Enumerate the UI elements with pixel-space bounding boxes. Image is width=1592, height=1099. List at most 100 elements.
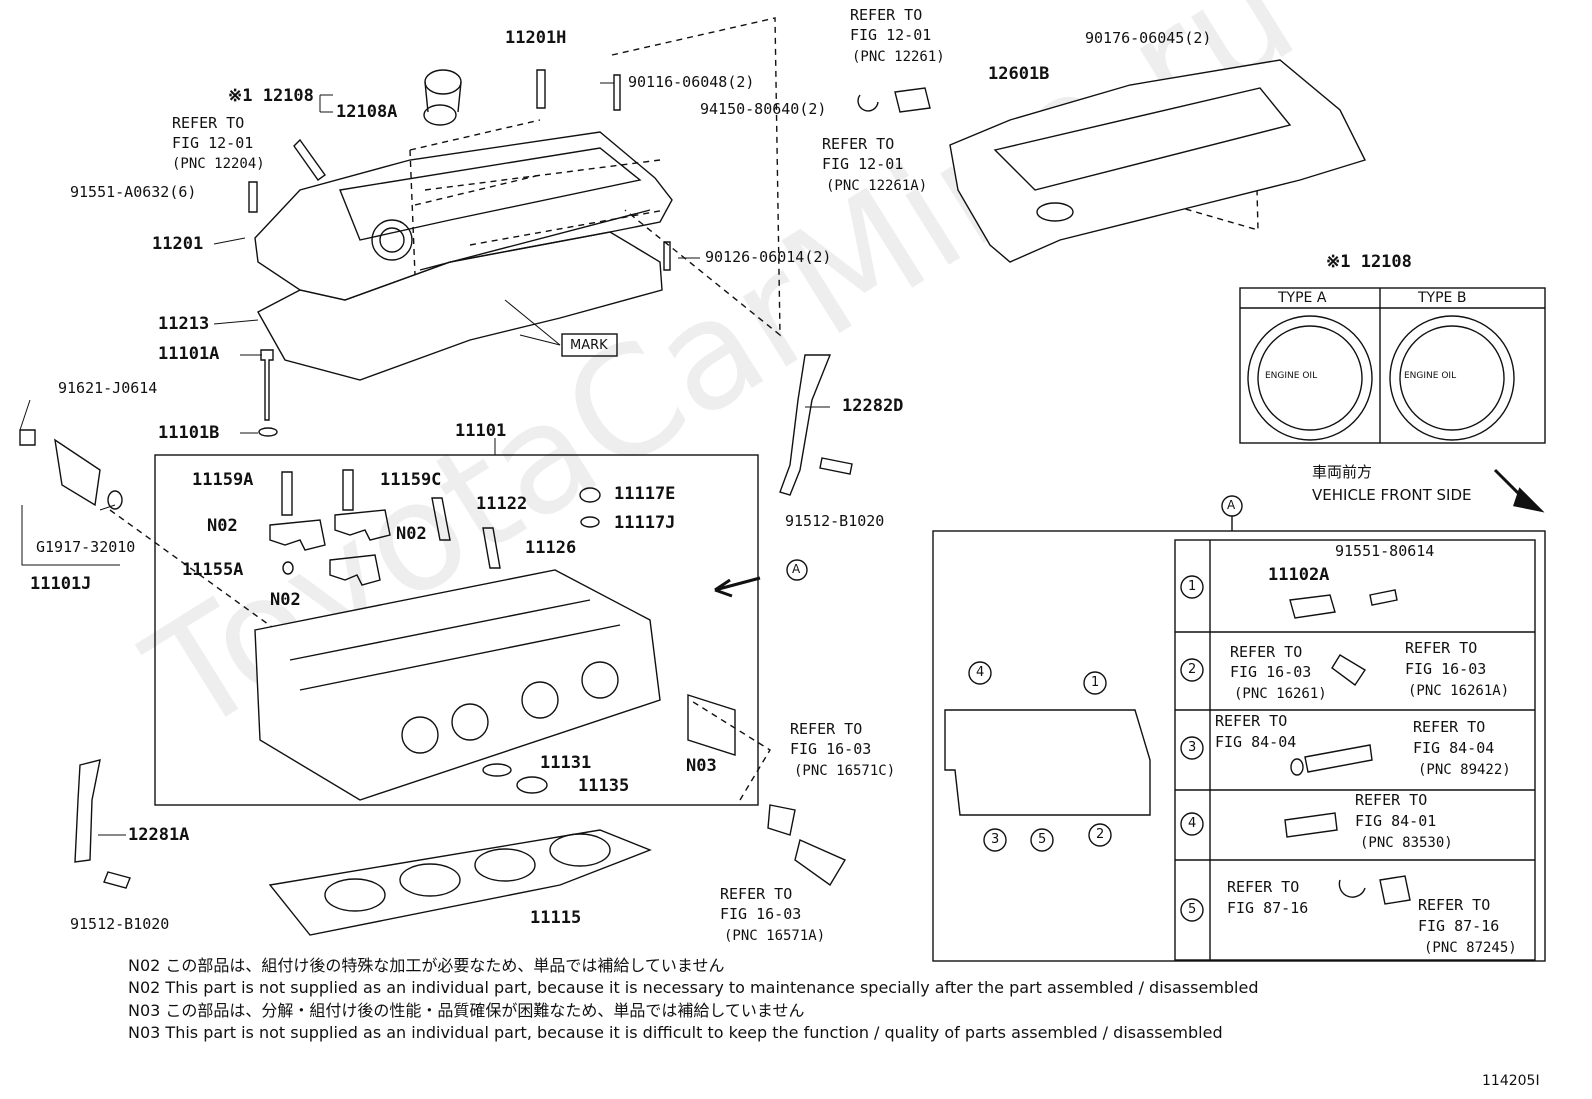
label-leaders [19,82,830,836]
row2-left-2: FIG 16-03 [1230,663,1312,681]
label-11115: 11115 [530,908,582,928]
washer-11101B [258,427,278,437]
hose-16261 [1331,654,1366,686]
row4-2: FIG 84-01 [1355,812,1437,830]
label-12108A: 12108A [336,102,398,122]
label-12108: ※1 12108 [228,86,314,106]
label-91621: 91621-J0614 [58,379,158,397]
figure-id: 114205I [1482,1073,1540,1089]
row-5-number: 5 [1188,902,1197,917]
label-11201H: 11201H [505,28,567,48]
row3-right-3: (PNC 89422) [1418,762,1511,778]
hose-16571 [794,839,847,887]
row2-right-3: (PNC 16261A) [1408,683,1510,699]
row2-left-1: REFER TO [1230,643,1303,661]
label-refer-16571C-1: REFER TO [790,720,863,738]
label-90116: 90116-06048(2) [628,73,755,91]
label-12281A: 12281A [128,825,190,845]
label-vehicle-jp: 車両前方 [1312,463,1373,481]
label-11126: 11126 [525,538,577,558]
hose-16571A [767,804,796,836]
bolt-91621 [19,429,36,446]
label-N03: N03 [686,756,717,776]
bolt-91551-80614 [1369,589,1398,606]
label-type-a: TYPE A [1278,290,1327,306]
bolt-91551 [248,181,258,213]
row4-1: REFER TO [1355,791,1428,809]
mark-box [561,333,618,357]
sensor-12204 [293,138,326,181]
bracket-12282D [779,354,832,496]
bracket-12281A [74,759,101,863]
hose-12261 [894,87,931,113]
row5-left-1: REFER TO [1227,878,1300,896]
label-refer-12204-1: REFER TO [172,114,245,132]
label-11122: 11122 [476,494,528,514]
label-11102A: 11102A [1268,565,1330,585]
detail-a-box [932,530,1546,962]
label-engine-oil-b: ENGINE OIL [1404,371,1457,381]
label-91551-80614: 91551-80614 [1335,542,1435,560]
bolt-11159A [281,471,293,516]
direction-arrow [714,576,761,598]
vehicle-front-arrow [1493,468,1545,513]
row3-right-1: REFER TO [1413,718,1486,736]
label-refer-16571C-3: (PNC 16571C) [794,763,896,779]
washer-89422 [1290,758,1304,776]
label-12108-type: ※1 12108 [1326,252,1412,272]
label-type-b: TYPE B [1418,290,1467,306]
head-gasket [268,829,652,936]
cover-gasket [257,231,663,381]
detail-table [1174,539,1536,961]
sensor-11102A [1289,594,1336,619]
head-bolt-11101A [260,349,274,421]
label-refer-12261-2: FIG 12-01 [850,26,932,44]
label-refer-12261A-1: REFER TO [822,135,895,153]
detail-callout-2: 2 [1096,827,1105,842]
cylinder-head-cover [254,131,673,301]
detail-callout-5: 5 [1038,832,1047,847]
sleeve-N03 [687,694,736,756]
gasket-11117J [580,516,600,528]
detail-callout-1: 1 [1091,675,1100,690]
gasket-11131 [482,763,512,777]
o-ring-G1917 [107,490,123,510]
label-11101A: 11101A [158,344,220,364]
oil-control-valve [54,438,101,507]
bolt-11201H [536,69,546,109]
guide-11126 [482,527,501,569]
note-n02-en: N02 This part is not supplied as an indi… [128,978,1259,997]
bolt-91512-a [819,457,853,475]
label-refer-16571A-3: (PNC 16571A) [724,928,826,944]
row2-right-2: FIG 16-03 [1405,660,1487,678]
row-4-number: 4 [1188,816,1197,831]
oil-filler-cap [423,69,462,126]
label-91512-b: 91512-B1020 [70,915,170,933]
cam-cap-3 [329,554,381,586]
sensor-89422 [1304,744,1373,773]
label-11155A: 11155A [182,560,244,580]
label-90176: 90176-06045(2) [1085,29,1212,47]
label-90126: 90126-06014(2) [705,248,832,266]
label-12601B: 12601B [988,64,1050,84]
label-refer-12204-3: (PNC 12204) [172,156,265,172]
detail-callout-circles [968,661,1112,852]
type-a-cap [1247,315,1373,441]
label-91512-a: 91512-B1020 [785,512,885,530]
type-box [1239,287,1546,444]
label-refer-16571C-2: FIG 16-03 [790,740,872,758]
detail-callout-4: 4 [976,665,985,680]
label-91551: 91551-A0632(6) [70,183,197,201]
gasket-11135 [516,776,548,794]
callout-a-circle [786,559,808,581]
row2-right-1: REFER TO [1405,639,1478,657]
label-11201: 11201 [152,234,204,254]
label-refer-12261-1: REFER TO [850,6,923,24]
label-N02-a: N02 [207,516,238,536]
label-11131: 11131 [540,753,592,773]
sensor-83530 [1284,812,1338,838]
row3-left-2: FIG 84-04 [1215,733,1297,751]
row2-left-3: (PNC 16261) [1234,686,1327,702]
label-N02-b: N02 [396,524,427,544]
